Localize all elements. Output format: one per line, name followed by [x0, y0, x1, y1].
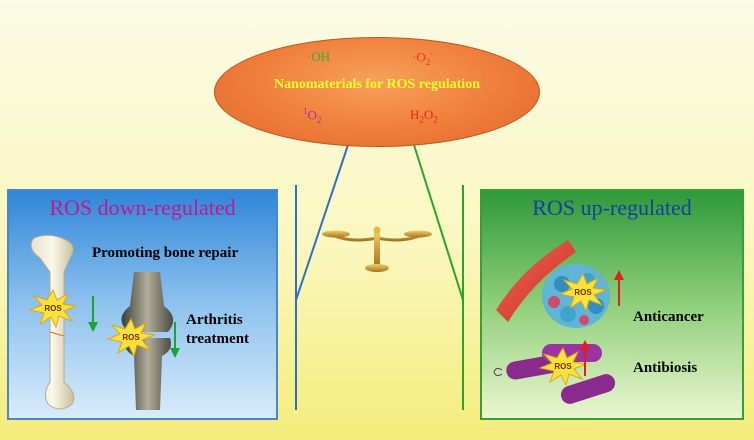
ros-text: ROS: [554, 362, 572, 371]
knee-joint-icon: [121, 272, 174, 410]
anticancer-label: Anticancer: [633, 309, 704, 325]
center-title: Nanomaterials for ROS regulation: [274, 77, 480, 92]
superoxide-radical: ·O2-: [412, 48, 434, 67]
arrow-up-icon: [580, 340, 590, 376]
ros-text: ROS: [122, 333, 140, 342]
hydrogen-peroxide: H2O2: [410, 107, 438, 125]
ros-burst-tumor: ROS: [558, 272, 608, 312]
down-regulated-title: ROS down-regulated: [49, 195, 236, 220]
arrow-up-icon: [614, 270, 624, 306]
arrow-down-icon: [88, 296, 98, 332]
singlet-oxygen: 1O2: [303, 106, 322, 125]
up-regulated-title: ROS up-regulated: [532, 195, 692, 220]
ros-text: ROS: [574, 288, 592, 297]
ros-burst-bone: ROS: [28, 288, 78, 328]
left-connector: [295, 144, 349, 301]
arrow-down-icon: [170, 322, 180, 358]
nanomaterials-ellipse: [214, 37, 540, 147]
ros-burst-joint: ROS: [106, 317, 156, 357]
antibiosis-label: Antibiosis: [633, 360, 698, 376]
right-connector: [413, 144, 464, 301]
bone-repair-label: Promoting bone repair: [92, 245, 239, 261]
ros-burst-bacteria: ROS: [538, 346, 588, 386]
ros-text: ROS: [44, 304, 62, 313]
hydroxyl-radical: ·OH: [307, 49, 331, 64]
balance-scale-icon: [322, 226, 432, 272]
